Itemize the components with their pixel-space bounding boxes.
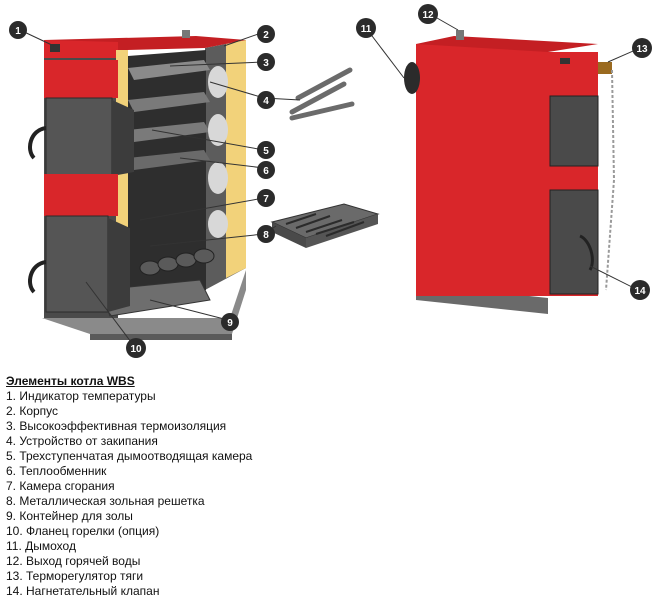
legend-item: 4. Устройство от закипания xyxy=(6,434,158,448)
svg-text:8: 8 xyxy=(263,230,269,241)
legend-list: 1. Индикатор температуры 2. Корпус 3. Вы… xyxy=(6,389,646,599)
legend-item: 9. Контейнер для золы xyxy=(6,509,133,523)
temperature-indicator xyxy=(50,44,60,52)
lower-door-handle xyxy=(28,260,47,294)
hot-water-outlet xyxy=(456,30,464,40)
exterior-lower-door xyxy=(549,189,599,295)
top-front xyxy=(44,40,118,60)
side-opening-1 xyxy=(208,66,228,98)
legend: Элементы котла WBS 1. Индикатор температ… xyxy=(6,374,646,599)
ash-grate xyxy=(139,248,215,276)
chimney-flue xyxy=(404,62,420,94)
anti-boil-coil xyxy=(289,67,355,121)
callout-14: 14 xyxy=(630,280,650,300)
legend-item: 1. Индикатор температуры xyxy=(6,389,156,403)
base-plate-edge xyxy=(90,334,232,340)
legend-item: 13. Терморегулятор тяги xyxy=(6,569,144,583)
regulator-chain xyxy=(605,69,616,291)
upper-red-band xyxy=(44,60,118,98)
legend-item: 11. Дымоход xyxy=(6,539,76,553)
upper-door xyxy=(45,97,113,177)
svg-text:13: 13 xyxy=(636,44,648,55)
svg-text:12: 12 xyxy=(422,10,434,21)
svg-text:6: 6 xyxy=(263,166,269,177)
legend-item: 10. Фланец горелки (опция) xyxy=(6,524,160,538)
svg-text:5: 5 xyxy=(263,146,269,157)
callout-3: 3 xyxy=(257,53,275,71)
callout-12: 12 xyxy=(418,4,438,24)
callout-8: 8 xyxy=(257,225,275,243)
cutaway-boiler xyxy=(28,30,246,340)
callout-2: 2 xyxy=(257,25,275,43)
exterior-upper-door xyxy=(549,95,599,167)
heat-exchanger-plate-2 xyxy=(128,92,210,112)
callout-4: 4 xyxy=(257,91,275,109)
exterior-boiler xyxy=(404,30,616,314)
svg-text:3: 3 xyxy=(263,58,269,69)
svg-text:11: 11 xyxy=(361,24,372,35)
heat-exchanger-plate-3 xyxy=(128,122,210,142)
side-opening-4 xyxy=(208,210,228,238)
svg-text:4: 4 xyxy=(263,96,269,107)
exterior-side xyxy=(416,44,548,296)
exterior-door-handle xyxy=(579,234,594,271)
boiler-diagram: 1 2 3 4 5 6 7 8 9 10 11 12 13 14 xyxy=(9,4,652,358)
callout-11: 11 xyxy=(356,18,376,38)
legend-item: 8. Металлическая зольная решетка xyxy=(6,494,205,508)
draft-regulator xyxy=(598,62,612,74)
legend-item: 3. Высокоэффективная термоизоляция xyxy=(6,419,227,433)
combustion-chamber xyxy=(128,50,206,296)
svg-text:7: 7 xyxy=(263,194,269,205)
lower-door-open xyxy=(108,218,130,312)
heat-exchanger-plate-4 xyxy=(128,150,210,170)
svg-text:2: 2 xyxy=(263,30,269,41)
side-opening-2 xyxy=(208,114,228,146)
svg-text:1: 1 xyxy=(15,26,21,37)
detached-grate xyxy=(270,203,380,248)
side-opening-3 xyxy=(208,162,228,194)
legend-item: 6. Теплообменник xyxy=(6,464,107,478)
legend-item: 12. Выход горячей воды xyxy=(6,554,141,568)
svg-text:9: 9 xyxy=(227,318,233,329)
upper-door-open xyxy=(112,100,134,176)
legend-item: 14. Нагнетательный клапан xyxy=(6,584,160,598)
legend-item: 2. Корпус xyxy=(6,404,59,418)
lower-door xyxy=(45,215,109,313)
callout-7: 7 xyxy=(257,189,275,207)
legend-title: Элементы котла WBS xyxy=(6,374,135,388)
callout-5: 5 xyxy=(257,141,275,159)
upper-door-handle xyxy=(28,126,47,160)
legend-item: 5. Трехступенчатая дымоотводящая камера xyxy=(6,449,253,463)
top-nipple xyxy=(182,30,190,38)
svg-text:14: 14 xyxy=(634,286,646,297)
legend-item: 7. Камера сгорания xyxy=(6,479,115,493)
exterior-logo xyxy=(560,58,570,64)
svg-text:10: 10 xyxy=(130,344,142,355)
callout-13: 13 xyxy=(632,38,652,58)
middle-red-band xyxy=(44,174,118,216)
callout-1: 1 xyxy=(9,21,27,39)
callout-9: 9 xyxy=(221,313,239,331)
callout-10: 10 xyxy=(126,338,146,358)
callout-6: 6 xyxy=(257,161,275,179)
insulation-side xyxy=(226,40,246,278)
